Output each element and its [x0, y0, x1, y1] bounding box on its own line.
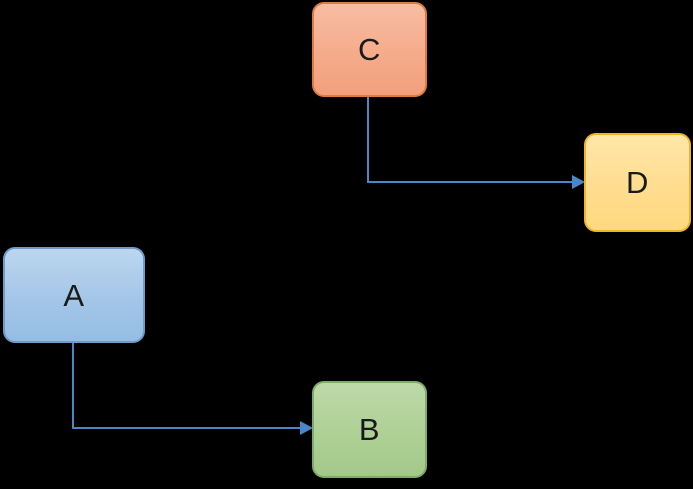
node-b[interactable]: B	[312, 381, 427, 478]
node-c[interactable]: C	[312, 2, 427, 97]
node-c-label: C	[358, 32, 381, 67]
connector-c-to-d-line	[367, 97, 572, 183]
node-d-label: D	[626, 165, 649, 200]
node-a-label: A	[63, 277, 85, 313]
node-b-label: B	[358, 412, 381, 447]
node-a[interactable]: A	[3, 247, 145, 343]
connector-a-to-b[interactable]	[72, 343, 313, 435]
connector-a-to-b-line	[72, 343, 300, 429]
node-d[interactable]: D	[584, 133, 691, 232]
connector-c-to-d[interactable]	[367, 97, 585, 189]
